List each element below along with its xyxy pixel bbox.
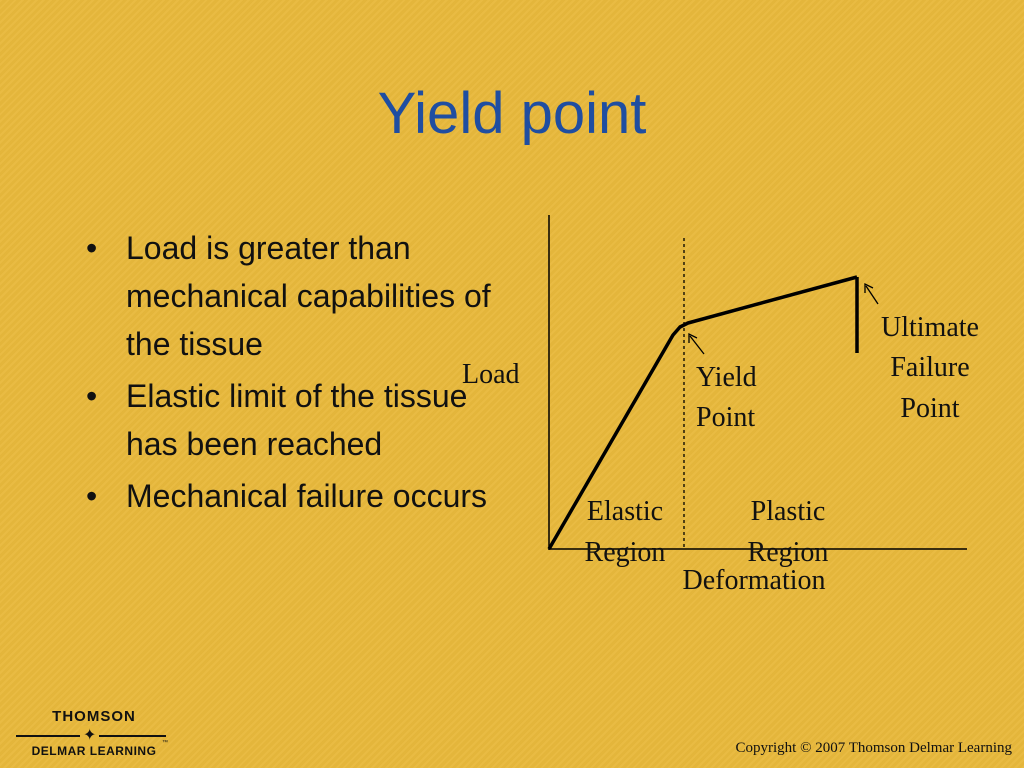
- plastic-region-label-line2: Region: [748, 537, 829, 568]
- ultimate-failure-label-line3: Point: [900, 393, 959, 424]
- copyright-notice: Copyright © 2007 Thomson Delmar Learning: [735, 740, 1013, 756]
- elastic-region-label-line1: Elastic: [587, 496, 663, 527]
- star-icon: ✦: [80, 726, 100, 746]
- logo-top-text: THOMSON: [52, 708, 136, 725]
- logo-bottom-text: DELMAR LEARNING: [31, 744, 157, 758]
- bullet-item: Mechanical failure occurs: [86, 472, 506, 520]
- y-axis-label: Load: [462, 359, 520, 390]
- thomson-delmar-logo: THOMSON ✦ DELMAR LEARNING ™: [14, 708, 174, 760]
- ultimate-failure-arrow: [864, 282, 879, 305]
- bullet-item: Load is greater than mechanical capabili…: [86, 224, 506, 368]
- bullet-list: Load is greater than mechanical capabili…: [86, 224, 506, 524]
- trademark-mark: ™: [162, 740, 168, 746]
- yield-point-label-line2: Point: [696, 402, 755, 433]
- ultimate-failure-label-line2: Failure: [890, 352, 969, 383]
- bullet-item: Elastic limit of the tissue has been rea…: [86, 372, 506, 468]
- yield-point-arrow: [688, 332, 705, 355]
- plastic-region-label-line1: Plastic: [751, 496, 826, 527]
- elastic-region-label-line2: Region: [585, 537, 666, 568]
- load-deformation-curve: [547, 275, 858, 550]
- yield-point-label-line1: Yield: [696, 362, 757, 393]
- slide-title: Yield point: [377, 81, 647, 146]
- ultimate-failure-label-line1: Ultimate: [881, 312, 979, 343]
- x-axis-label: Deformation: [682, 565, 825, 596]
